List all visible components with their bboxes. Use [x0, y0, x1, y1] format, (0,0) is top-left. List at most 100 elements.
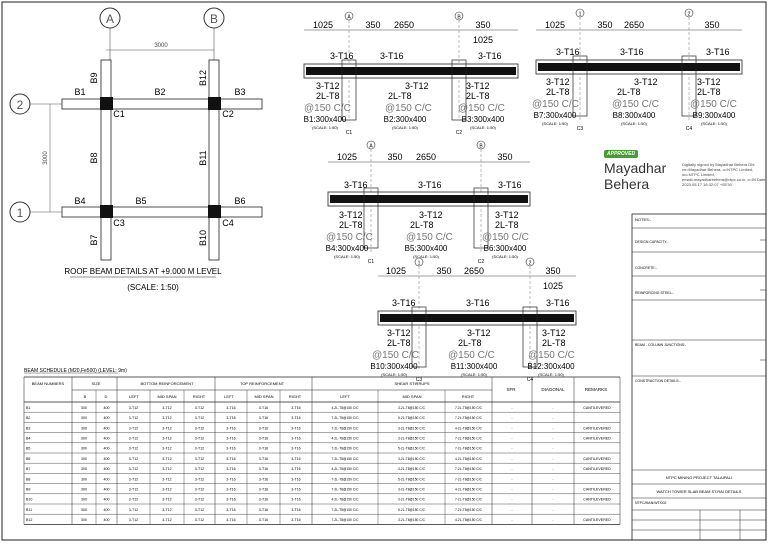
- schedule-cell: -: [511, 437, 513, 441]
- schedule-cell: 7-2L-T8@150 C/C: [332, 488, 360, 492]
- rebar-label: 3-T16: [498, 180, 522, 190]
- schedule-cell: 3-T12: [129, 518, 138, 522]
- schedule-cell: -: [552, 467, 554, 471]
- grid-ref: 1: [579, 12, 582, 18]
- schedule-cell: 300: [81, 416, 87, 420]
- rebar-label: 3-T12: [546, 77, 570, 87]
- rebar-label: 3-T12: [316, 81, 340, 91]
- schedule-cell: -: [552, 457, 554, 461]
- schedule-cell: 3-T16: [259, 508, 268, 512]
- schedule-cell: 7-2L-T8@150 C/C: [455, 467, 483, 471]
- schedule-cell: -: [511, 406, 513, 410]
- header-mid: MID SPAN: [254, 394, 273, 399]
- beam-label: B8: [89, 152, 99, 163]
- schedule-cell: 400: [104, 467, 110, 471]
- rebar-label: 2L-T8: [339, 220, 363, 230]
- dim-text-x: 3000: [154, 43, 168, 49]
- rebar-label: 2L-T8: [458, 338, 482, 348]
- section-group-b7-b9: 1025 350 2650 350 1 2 3-T16 3-T16 3-T16 …: [532, 8, 743, 132]
- digital-signature: APPROVED Mayadhar Behera Digitally signe…: [604, 150, 767, 210]
- schedule-cell: -: [552, 498, 554, 502]
- schedule-cell: 3-T16: [226, 426, 235, 430]
- schedule-cell: 3-T12: [129, 447, 138, 451]
- schedule-cell: 3-T12: [162, 508, 171, 512]
- beam-row-1: [61, 206, 263, 218]
- support: [451, 59, 467, 121]
- schedule-cell: 3-T16: [226, 498, 235, 502]
- schedule-cell: 7-2L-T8@150 C/C: [332, 447, 360, 451]
- rebar-label: 3-T16: [330, 51, 354, 61]
- schedule-cell: 3-T16: [291, 508, 300, 512]
- schedule-cell: 3-T12: [195, 437, 204, 441]
- schedule-cell: 4-2L-T8@150 C/C: [332, 467, 360, 471]
- schedule-cell: 3-2L-T8@150 C/C: [398, 437, 426, 441]
- drawing-code: NTPC/MAN/WT/002: [635, 501, 667, 505]
- schedule-cell: 3-T12: [162, 467, 171, 471]
- schedule-cell: -: [511, 508, 513, 512]
- schedule-cell: 300: [81, 447, 87, 451]
- grid-ref: A: [347, 15, 351, 21]
- steel-heading: REINFORCING STEEL:-: [635, 291, 675, 295]
- schedule-beam-id: B6: [26, 457, 30, 461]
- schedule-cell: 7-2L-T8@150 C/C: [332, 426, 360, 430]
- schedule-cell: 3-T16: [291, 426, 300, 430]
- support: [473, 187, 489, 249]
- grid-ref: A: [369, 144, 373, 150]
- schedule-cell: 3-2L-T8@150 C/C: [398, 406, 426, 410]
- schedule-cell: -: [552, 477, 554, 481]
- schedule-cell: 3-T16: [259, 416, 268, 420]
- rebar-label: 3-T12: [339, 210, 363, 220]
- schedule-cell: 7-2L-T8@150 C/C: [332, 457, 360, 461]
- schedule-cell: CANTILEVERED: [583, 498, 611, 502]
- dim-text: 1025: [386, 266, 406, 276]
- schedule-cell: 3-T16: [226, 467, 235, 471]
- column-ref: C4: [686, 126, 693, 132]
- section-group-b4-b6: 1025 350 2650 350 A B 3-T16 3-T16 3-T16 …: [326, 140, 531, 265]
- column-ref: C2: [478, 259, 485, 265]
- beam-label: B12: [198, 70, 208, 86]
- section-scale: (SCALE: 1:50): [392, 125, 418, 130]
- column-c2: [208, 97, 221, 110]
- schedule-cell: 400: [104, 416, 110, 420]
- schedule-cell: 3-T16: [259, 447, 268, 451]
- schedule-beam-id: B10: [26, 498, 32, 502]
- dim-text: 1025: [543, 281, 563, 291]
- schedule-cell: 3-T12: [195, 467, 204, 471]
- schedule-cell: 7-2L-T8@150 C/C: [332, 508, 360, 512]
- rebar-label: 3-T12: [542, 328, 566, 338]
- schedule-beam-id: B3: [26, 426, 30, 430]
- section-scale: (SCALE: 1:50): [492, 254, 518, 259]
- schedule-beam-id: B4: [26, 437, 30, 441]
- grid-ref: B: [479, 144, 483, 150]
- schedule-cell: 3-T12: [195, 426, 204, 430]
- schedule-grid: [23, 376, 621, 525]
- schedule-cell: 3-T16: [259, 498, 268, 502]
- schedule-cell: 300: [81, 477, 87, 481]
- beam-label: B1: [74, 87, 85, 97]
- construction-heading: CONSTRUCTION DETAILS:-: [635, 379, 681, 383]
- drawing-title: WATCH TOWER SLAB BEAM ST.RAI DETAILS: [657, 489, 742, 494]
- schedule-cell: 3-2L-T8@150 C/C: [398, 518, 426, 522]
- schedule-cell: 4-2L-T8@150 C/C: [332, 437, 360, 441]
- rebar-label: 3-T12: [419, 210, 443, 220]
- schedule-cell: 4-2L-T8@150 C/C: [455, 457, 483, 461]
- schedule-cell: 3-T16: [291, 477, 300, 481]
- schedule-cell: 7-2L-T8@150 C/C: [332, 416, 360, 420]
- schedule-cell: 400: [104, 488, 110, 492]
- rebar-label: 3-T16: [620, 47, 644, 57]
- schedule-cell: 3-T12: [162, 447, 171, 451]
- stirrup-label: @150 C/C: [385, 103, 432, 114]
- schedule-cell: 3-T12: [195, 477, 204, 481]
- dim-text: 350: [475, 20, 490, 30]
- stirrup-label: @150 C/C: [482, 232, 529, 243]
- schedule-cell: 3-T16: [291, 406, 300, 410]
- schedule-cell: 3-T12: [195, 498, 204, 502]
- dim-text: 350: [704, 20, 719, 30]
- schedule-cell: 400: [104, 508, 110, 512]
- schedule-cell: -: [552, 508, 554, 512]
- header-left: LEFT: [224, 394, 234, 399]
- beam-label: B3: [234, 87, 245, 97]
- beam-row-2: [61, 98, 263, 110]
- dim-text: 2650: [624, 20, 644, 30]
- beam-bars: [380, 314, 574, 322]
